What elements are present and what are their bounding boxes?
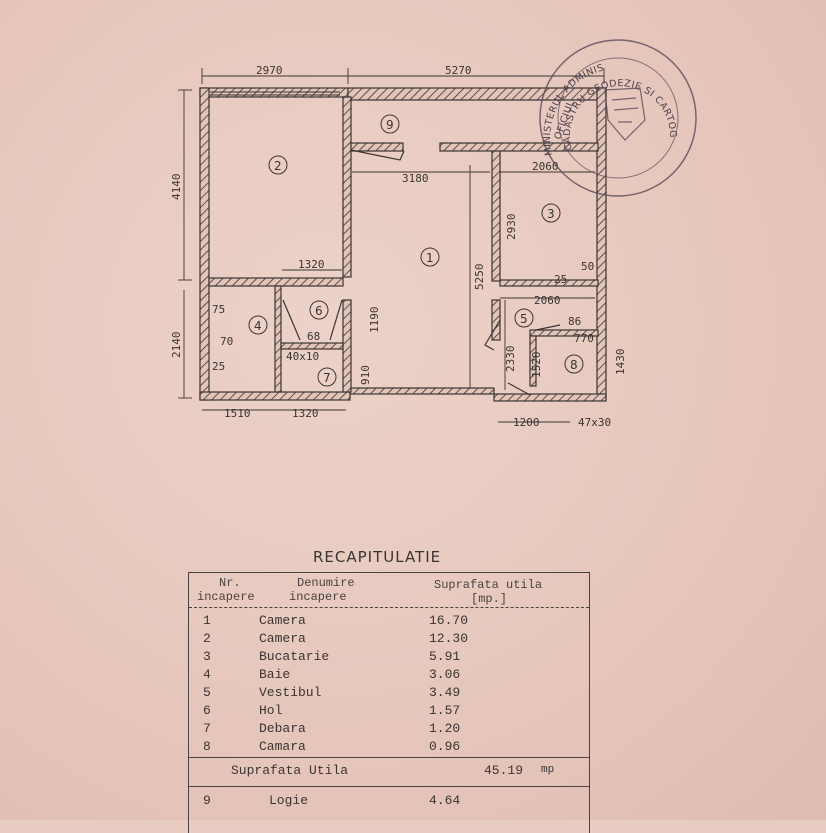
dim-left-upper: 4140 [170, 174, 183, 201]
dim-50: 50 [581, 260, 594, 273]
room-2-label: 2 [274, 159, 282, 173]
table-row: 3 Bucatarie 5.91 [203, 649, 461, 664]
dim-bottom-left: 1510 [224, 407, 251, 420]
dim-niche: 47x30 [578, 416, 611, 429]
recap-table: Nr. incapere Denumire incapere Suprafata… [188, 572, 590, 833]
header-divider [189, 607, 589, 608]
table-row: 9 Logie 4.64 [203, 793, 461, 808]
table-row: 1 Camera 16.70 [203, 613, 469, 628]
coat-of-arms-icon [604, 87, 646, 141]
header-nr-2: incapere [197, 590, 255, 604]
dim-bottom-right: 1200 [513, 416, 540, 429]
dim-bottom-mid: 1320 [292, 407, 319, 420]
total-row: Suprafata Utila 45.19 mp [189, 757, 589, 787]
table-row: 6 Hol 1.57 [203, 703, 461, 718]
room-number-labels: 1 2 3 4 5 6 7 8 9 [254, 118, 578, 385]
dim-top-right: 5270 [445, 64, 472, 77]
dim-86: 86 [568, 315, 581, 328]
dim-left-lower: 2140 [170, 332, 183, 359]
room-6-label: 6 [315, 304, 323, 318]
header-nr-1: Nr. [219, 576, 241, 590]
dim-room5-height: 2330 [504, 346, 517, 373]
room-7-label: 7 [323, 371, 331, 385]
dim-40x10: 40x10 [286, 350, 319, 363]
table-row: 4 Baie 3.06 [203, 667, 461, 682]
dim-75: 75 [212, 303, 225, 316]
floor-plan: 2970 5270 4140 2140 3180 2060 2930 5250 … [0, 0, 697, 429]
dim-25b: 25 [554, 273, 567, 286]
table-row: 8 Camara 0.96 [203, 739, 461, 754]
dimension-lines [178, 68, 605, 423]
total-unit: mp [541, 764, 555, 776]
dim-room3-height: 2930 [505, 214, 518, 241]
dim-room1-height: 5250 [473, 264, 486, 291]
header-area-1: Suprafata utila [434, 578, 543, 592]
dim-room6-height: 1190 [368, 307, 381, 334]
dim-room6-width: 1320 [298, 258, 325, 271]
doors [282, 149, 561, 396]
recap-title: RECAPITULATIE [313, 548, 442, 566]
header-name-2: incapere [289, 590, 347, 604]
table-row: 7 Debara 1.20 [203, 721, 461, 736]
dim-70: 70 [220, 335, 233, 348]
dim-top-left: 2970 [256, 64, 283, 77]
total-value: 45.19 [484, 763, 524, 778]
dim-inner-width-3: 2060 [532, 160, 559, 173]
room-3-label: 3 [547, 207, 555, 221]
dim-right-small: 1430 [614, 349, 627, 376]
dim-68: 68 [307, 330, 320, 343]
room-1-label: 1 [426, 251, 434, 265]
dim-inner-width-1: 3180 [402, 172, 429, 185]
dim-room8-height: 1520 [530, 352, 543, 379]
dim-910: 910 [359, 365, 372, 385]
room-4-label: 4 [254, 319, 262, 333]
total-label: Suprafata Utila [231, 763, 349, 778]
room-8-label: 8 [570, 358, 578, 372]
room-9-label: 9 [386, 118, 394, 132]
header-name-1: Denumire [297, 576, 355, 590]
table-row: 2 Camera 12.30 [203, 631, 469, 646]
room-numbers [248, 114, 584, 387]
dimension-labels: 2970 5270 4140 2140 3180 2060 2930 5250 … [170, 64, 627, 429]
table-row: 5 Vestibul 3.49 [203, 685, 461, 700]
dim-770: 770 [574, 332, 594, 345]
dim-room5-width: 2060 [534, 294, 561, 307]
room-5-label: 5 [520, 312, 528, 326]
dim-25: 25 [212, 360, 225, 373]
window [210, 91, 340, 96]
header-area-2: [mp.] [471, 592, 508, 606]
